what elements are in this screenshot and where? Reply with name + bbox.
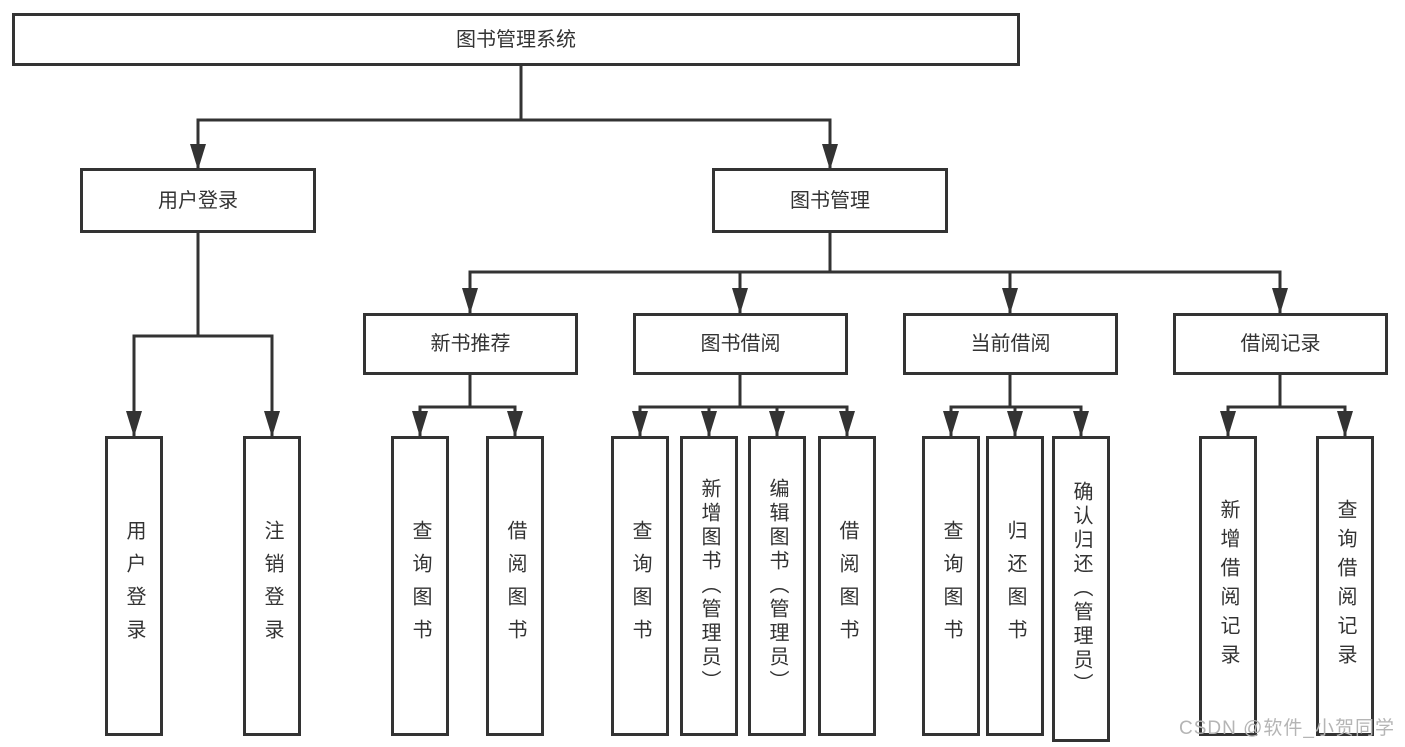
node-label: 图书管理系统 — [456, 28, 576, 51]
node-current-borrowing: 当前借阅 — [903, 313, 1118, 375]
edge-newbooks-split — [418, 405, 517, 437]
leaf-add-borrow-record: 新增借阅记录 — [1199, 436, 1257, 736]
leaf-user-login: 用户登录 — [105, 436, 163, 736]
leaf-return-books: 归还图书 — [986, 436, 1044, 736]
csdn-watermark: CSDN @软件_小贺同学 — [1179, 718, 1395, 739]
leaf-query-books-recommend: 查询图书 — [391, 436, 449, 736]
leaf-query-books-borrowing: 查询图书 — [611, 436, 669, 736]
node-label: 查询借阅记录 — [1334, 499, 1356, 673]
arrowheads — [126, 144, 1353, 437]
edge-borrowing-split — [638, 405, 849, 437]
node-user-login: 用户登录 — [80, 168, 316, 233]
node-label: 确认归还（管理员） — [1070, 481, 1092, 697]
node-label: 注销登录 — [261, 520, 283, 652]
node-label: 当前借阅 — [970, 333, 1051, 355]
leaf-query-borrow-record: 查询借阅记录 — [1316, 436, 1374, 736]
node-label: 新书推荐 — [430, 333, 511, 355]
leaf-borrow-books: 借阅图书 — [818, 436, 876, 736]
node-label: 归还图书 — [1004, 520, 1026, 652]
leaf-edit-books-admin: 编辑图书（管理员） — [748, 436, 806, 736]
node-label: 查询图书 — [940, 520, 962, 652]
node-label: 借阅记录 — [1240, 333, 1321, 355]
node-label: 用户登录 — [123, 520, 145, 652]
node-label: 图书借阅 — [700, 333, 781, 355]
node-new-book-recommendation: 新书推荐 — [363, 313, 578, 375]
node-label: 查询图书 — [629, 520, 651, 652]
leaf-logout: 注销登录 — [243, 436, 301, 736]
node-label: 借阅图书 — [504, 520, 526, 652]
edge-root-split — [196, 118, 832, 170]
leaf-query-books-current: 查询图书 — [922, 436, 980, 736]
node-label: 新增借阅记录 — [1217, 499, 1239, 673]
node-label: 新增图书（管理员） — [698, 478, 720, 694]
node-library-management-system: 图书管理系统 — [12, 13, 1020, 66]
node-label: 借阅图书 — [836, 520, 858, 652]
node-label: 编辑图书（管理员） — [766, 478, 788, 694]
edge-bookmgmt-split — [468, 270, 1282, 314]
leaf-confirm-return-admin: 确认归还（管理员） — [1052, 436, 1110, 742]
edge-records-split — [1226, 405, 1347, 437]
node-borrowing-records: 借阅记录 — [1173, 313, 1388, 375]
leaf-add-books-admin: 新增图书（管理员） — [680, 436, 738, 736]
leaf-borrow-books-recommend: 借阅图书 — [486, 436, 544, 736]
node-label: 图书管理 — [790, 189, 870, 212]
node-book-borrowing: 图书借阅 — [633, 313, 848, 375]
node-label: 用户登录 — [158, 189, 238, 212]
edge-userlogin-split — [132, 334, 274, 437]
node-label: 查询图书 — [409, 520, 431, 652]
node-book-management: 图书管理 — [712, 168, 948, 233]
